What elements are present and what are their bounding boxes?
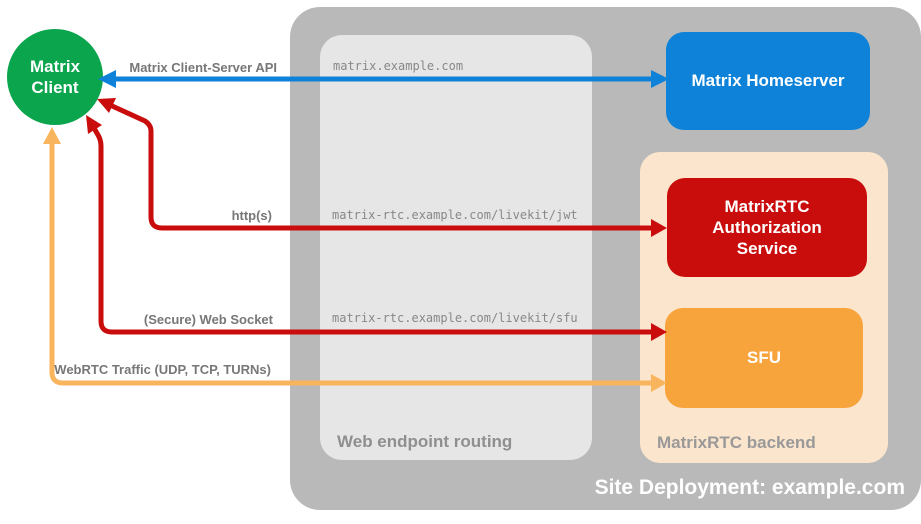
label-https: http(s) bbox=[231, 208, 272, 223]
label-webrtc-traffic: WebRTC Traffic (UDP, TCP, TURNs) bbox=[54, 362, 271, 377]
node-sfu: SFU bbox=[665, 308, 863, 408]
endpoint-matrix-example-com: matrix.example.com bbox=[333, 59, 464, 73]
sfu-label: SFU bbox=[747, 348, 781, 368]
label-secure-web-socket: (Secure) Web Socket bbox=[143, 312, 273, 327]
node-matrixrtc-authorization-service: MatrixRTC Authorization Service bbox=[667, 178, 867, 277]
endpoint-livekit-sfu: matrix-rtc.example.com/livekit/sfu bbox=[332, 311, 578, 325]
endpoint-livekit-jwt: matrix-rtc.example.com/livekit/jwt bbox=[332, 208, 578, 222]
matrix-client-label: Matrix Client bbox=[29, 56, 81, 97]
label-client-server-api: Matrix Client-Server API bbox=[129, 60, 277, 75]
web-endpoint-routing-container: Web endpoint routing bbox=[320, 35, 592, 460]
web-endpoint-routing-label: Web endpoint routing bbox=[337, 432, 513, 451]
matrix-homeserver-label: Matrix Homeserver bbox=[691, 71, 845, 91]
node-matrix-homeserver: Matrix Homeserver bbox=[666, 32, 870, 130]
node-matrix-client: Matrix Client bbox=[7, 29, 103, 125]
matrixrtc-backend-label: MatrixRTC backend bbox=[657, 433, 816, 452]
matrixrtc-authorization-service-label: MatrixRTC Authorization Service bbox=[712, 196, 822, 259]
site-deployment-label: Site Deployment: example.com bbox=[594, 476, 905, 499]
